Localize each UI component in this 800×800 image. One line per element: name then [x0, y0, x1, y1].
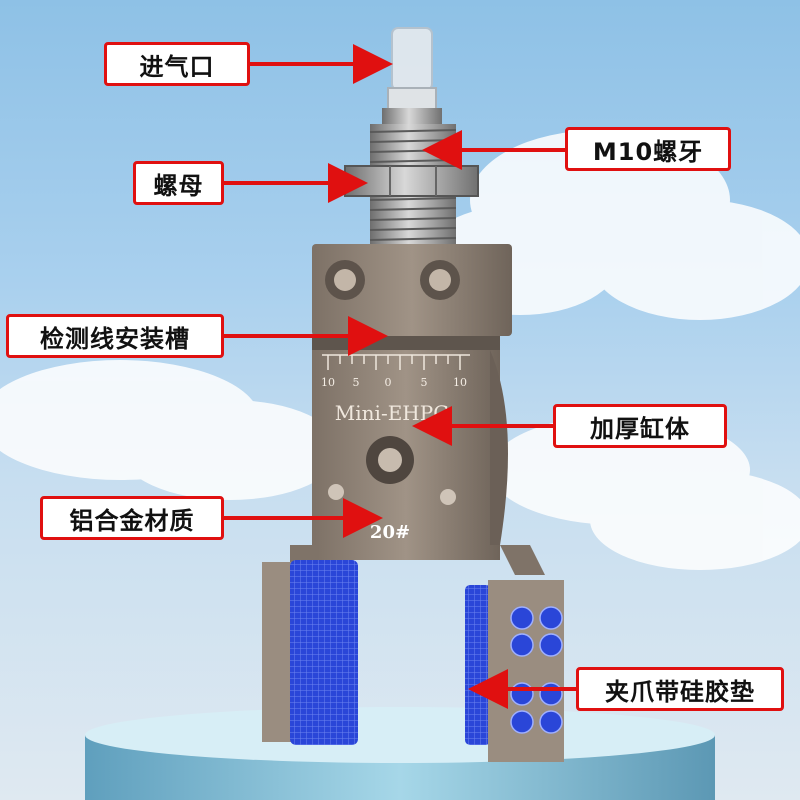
pedestal — [85, 707, 715, 800]
label-pad: 夹爪带硅胶垫 — [576, 667, 784, 711]
air-inlet-fitting — [382, 27, 442, 126]
callout-arrows — [224, 44, 578, 709]
size-engraving: 20# — [370, 522, 410, 543]
cylinder-body: 10 5 0 5 10 Mini-EHPG 20# — [312, 244, 512, 560]
label-inlet: 进气口 — [104, 42, 250, 86]
nut — [344, 165, 479, 197]
scale-tick: 10 — [321, 376, 335, 389]
model-engraving: Mini-EHPG — [335, 401, 449, 425]
label-nut: 螺母 — [133, 161, 224, 205]
label-thread: M10螺牙 — [565, 127, 731, 171]
label-sensor-slot: 检测线安装槽 — [6, 314, 224, 358]
scale-tick: 5 — [353, 376, 360, 389]
scale-tick: 10 — [453, 376, 467, 389]
scale-tick: 0 — [385, 376, 392, 389]
scale-tick: 5 — [421, 376, 428, 389]
label-material: 铝合金材质 — [40, 496, 224, 540]
label-cylinder: 加厚缸体 — [553, 404, 727, 448]
